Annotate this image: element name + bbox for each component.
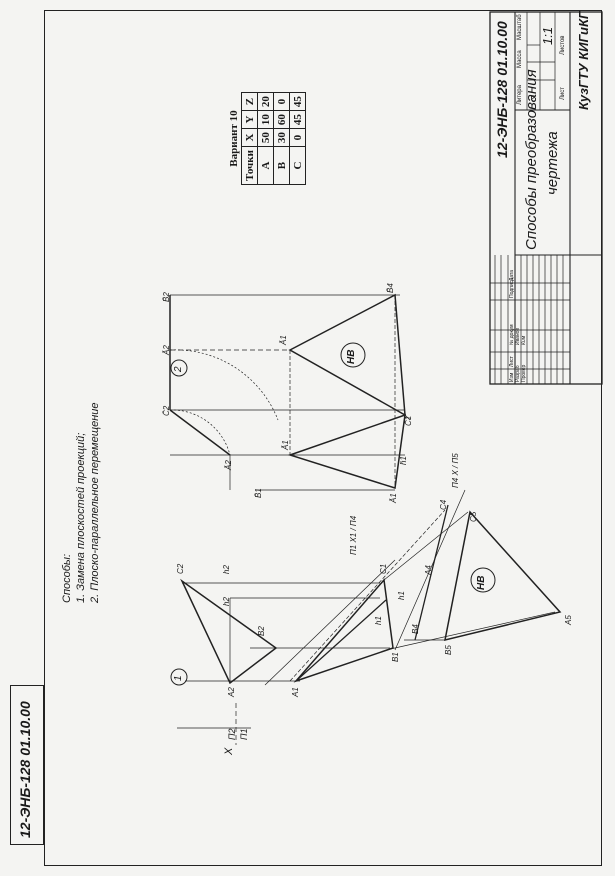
hv-label-1: НВ xyxy=(476,575,487,590)
title-org: КузГТУ КИГиКГ xyxy=(576,11,591,110)
label-ab2-mid: Ā2 xyxy=(224,460,233,470)
label-a5: A5 xyxy=(564,615,573,625)
hv-label-2: НВ xyxy=(346,349,357,364)
title-block-frame xyxy=(489,11,603,385)
label-b2: B2 xyxy=(257,626,266,636)
label-c5: C5 xyxy=(469,511,478,522)
title-list-label: Лист xyxy=(560,86,566,100)
label-h1-a: h1 xyxy=(397,591,406,600)
title-scale: 1:1 xyxy=(540,26,555,45)
proj-a4 xyxy=(289,509,446,682)
methods-item1: 1. Замена плоскостей проекций; xyxy=(75,432,87,603)
label-h2-2: h2 xyxy=(222,565,231,574)
vt-cell: 10 xyxy=(257,110,274,129)
label-p1p4: П1 X1 / П4 xyxy=(349,515,358,555)
vt-cell: 45 xyxy=(289,92,306,111)
label-b4: B4 xyxy=(411,624,420,634)
title-row-data: Дата xyxy=(509,269,515,281)
label-p4p5: П4 X / П5 xyxy=(451,453,460,488)
label-bb1-mid: B̄1 xyxy=(254,488,263,498)
vt-h-y: Y xyxy=(241,110,258,129)
marker-1-label: 1 xyxy=(173,675,184,681)
triangle-front-1 xyxy=(180,578,278,685)
title-row-podpis: Подпись xyxy=(509,278,515,298)
vt-cell: 0 xyxy=(273,92,290,111)
label-bb4: B̄4 xyxy=(386,283,395,293)
label-h1-bar: h̄1 xyxy=(399,456,408,465)
vt-h-points: Точки xyxy=(241,146,258,185)
label-c1: C1 xyxy=(379,563,388,574)
proj-c4 xyxy=(383,511,469,581)
vt-h-z: Z xyxy=(241,92,258,111)
title-name2: Ким xyxy=(521,335,527,345)
triangle-true-2 xyxy=(288,293,406,417)
label-h2-1: h2 xyxy=(222,597,231,606)
label-b1: B1 xyxy=(391,652,400,662)
title-col-litera: Литера xyxy=(517,85,523,105)
side-stamp-box xyxy=(10,685,44,845)
marker-circle-2 xyxy=(170,359,188,377)
label-p2: П2 xyxy=(227,728,237,740)
label-cb1: C̄1 xyxy=(404,415,413,426)
h1-line xyxy=(295,599,387,682)
label-ab1-right: Ā1 xyxy=(279,335,288,345)
label-h1-b: h1 xyxy=(374,616,383,625)
hv-circle-1 xyxy=(470,567,496,593)
vt-cell: A xyxy=(257,146,274,185)
arc-rotation-2 xyxy=(169,409,231,456)
hv-circle-2 xyxy=(340,342,366,368)
marker-2-label: 2 xyxy=(173,366,184,372)
label-a2: A2 xyxy=(227,687,236,697)
vt-cell: 30 xyxy=(273,128,290,147)
title-col-massa: Масса xyxy=(517,50,523,68)
methods-heading: Способы: xyxy=(61,553,73,603)
label-axis-x: X xyxy=(223,747,235,755)
proj-b5 xyxy=(385,611,556,651)
title-listov-label: Листов xyxy=(560,35,566,56)
variant-caption: Вариант 10 xyxy=(228,110,240,167)
methods-item2: 2. Плоско-параллельное перемещение xyxy=(89,402,101,603)
c1-tick xyxy=(404,414,411,421)
title-col-masshtab: Масштаб xyxy=(517,14,523,40)
label-ab1-low: Ā1 xyxy=(281,440,290,450)
variant-table: Вариант 10 Точки X Y Z A 50 10 20 B 30 6… xyxy=(228,92,306,185)
label-bb1-low: Ā1 xyxy=(389,493,398,503)
vt-cell: C xyxy=(289,146,306,185)
triangle-true-1 xyxy=(444,510,562,642)
vt-cell: 20 xyxy=(257,92,274,111)
title-litera-u: У xyxy=(531,95,538,100)
triangle-top-2 xyxy=(287,413,406,489)
label-a1: A1 xyxy=(291,687,300,697)
edge-view-4 xyxy=(414,504,449,641)
vt-cell: 50 xyxy=(257,128,274,147)
vt-h-x: X xyxy=(241,128,258,147)
title-prover: Провер xyxy=(521,364,527,382)
label-ab2-top: Ā2 xyxy=(162,345,171,355)
arc-placeholder xyxy=(170,295,230,455)
label-bb2-top: B̄2 xyxy=(162,292,171,302)
label-b5: B5 xyxy=(444,645,453,655)
vt-cell: 60 xyxy=(273,110,290,129)
triangle-top-1 xyxy=(293,578,394,683)
label-cb2-top: C̄2 xyxy=(162,405,171,416)
label-a4: A4 xyxy=(424,565,433,575)
axis-x1 xyxy=(264,559,396,686)
marker-circle-1 xyxy=(170,668,188,686)
title-line-2-text: чертежа xyxy=(544,131,561,195)
label-c4: C4 xyxy=(439,499,448,510)
label-c2: C2 xyxy=(176,563,185,574)
vt-cell: B xyxy=(273,146,290,185)
sheet-frame xyxy=(44,10,602,866)
vt-cell: 45 xyxy=(289,110,306,129)
title-doc-code: 12-ЭНБ-128 01.10.00 xyxy=(494,21,510,158)
front-line-c2b xyxy=(169,409,231,456)
vt-cell: 0 xyxy=(289,128,306,147)
arc-rotation-1 xyxy=(169,349,279,421)
axis-x2 xyxy=(394,489,466,651)
label-p1: П1 xyxy=(239,728,249,740)
